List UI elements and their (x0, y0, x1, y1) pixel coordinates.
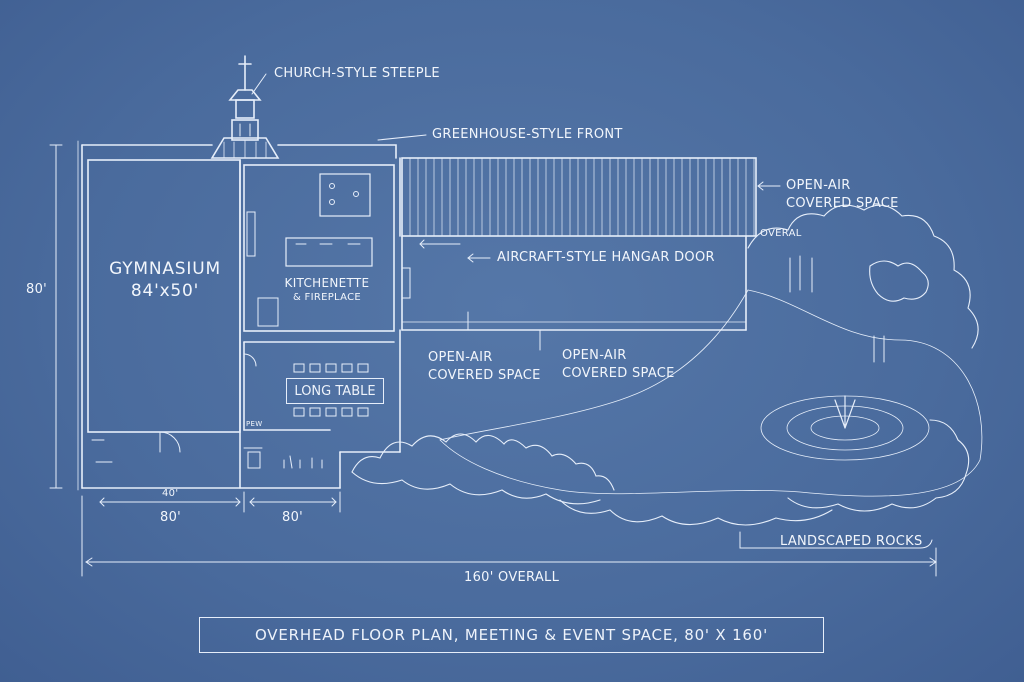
landscaped-rocks (351, 204, 979, 526)
greenhouse-ribs (409, 157, 755, 237)
gymnasium-name: GYMNASIUM (109, 259, 221, 279)
leader-lines (251, 73, 781, 263)
gymnasium-room (87, 159, 241, 489)
pond-note: OVERAL (760, 228, 802, 239)
long-table-label: LONG TABLE (286, 378, 384, 404)
dimension-lines (49, 144, 937, 577)
pond (439, 255, 983, 497)
steeple-drawing (210, 55, 280, 159)
openair-a-line1: OPEN-AIR (428, 350, 493, 365)
greenhouse-front (401, 157, 757, 237)
door-note: PEW (246, 420, 263, 428)
kitchenette-label-line1: KITCHENETTE (284, 276, 370, 290)
height-dimension: 80' (26, 282, 48, 297)
landscaped-rocks-label: LANDSCAPED ROCKS (780, 534, 923, 549)
right-width-dimension: 80' (282, 510, 304, 525)
hangar-door-label: AIRCRAFT-STYLE HANGAR DOOR (497, 250, 715, 265)
openair-b-line2: COVERED SPACE (562, 366, 675, 381)
hangar-space (401, 235, 747, 351)
steeple-label: CHURCH-STYLE STEEPLE (274, 66, 440, 81)
greenhouse-label: GREENHOUSE-STYLE FRONT (432, 127, 623, 142)
openair-right-line2: COVERED SPACE (786, 196, 899, 211)
overall-dimension: 160' OVERALL (464, 570, 560, 585)
openair-b-line1: OPEN-AIR (562, 348, 627, 363)
plan-caption: OVERHEAD FLOOR PLAN, MEETING & EVENT SPA… (199, 617, 824, 653)
left-width-dimension: 80' (160, 510, 182, 525)
main-building-outline (77, 140, 401, 491)
openair-right-line1: OPEN-AIR (786, 178, 851, 193)
small-dimension: 40' (162, 488, 179, 499)
kitchenette-room (243, 164, 411, 332)
gymnasium-size: 84'x50' (130, 281, 200, 301)
long-table-room (243, 341, 395, 469)
openair-a-line2: COVERED SPACE (428, 368, 541, 383)
kitchenette-label-line2: & FIREPLACE (292, 292, 362, 303)
